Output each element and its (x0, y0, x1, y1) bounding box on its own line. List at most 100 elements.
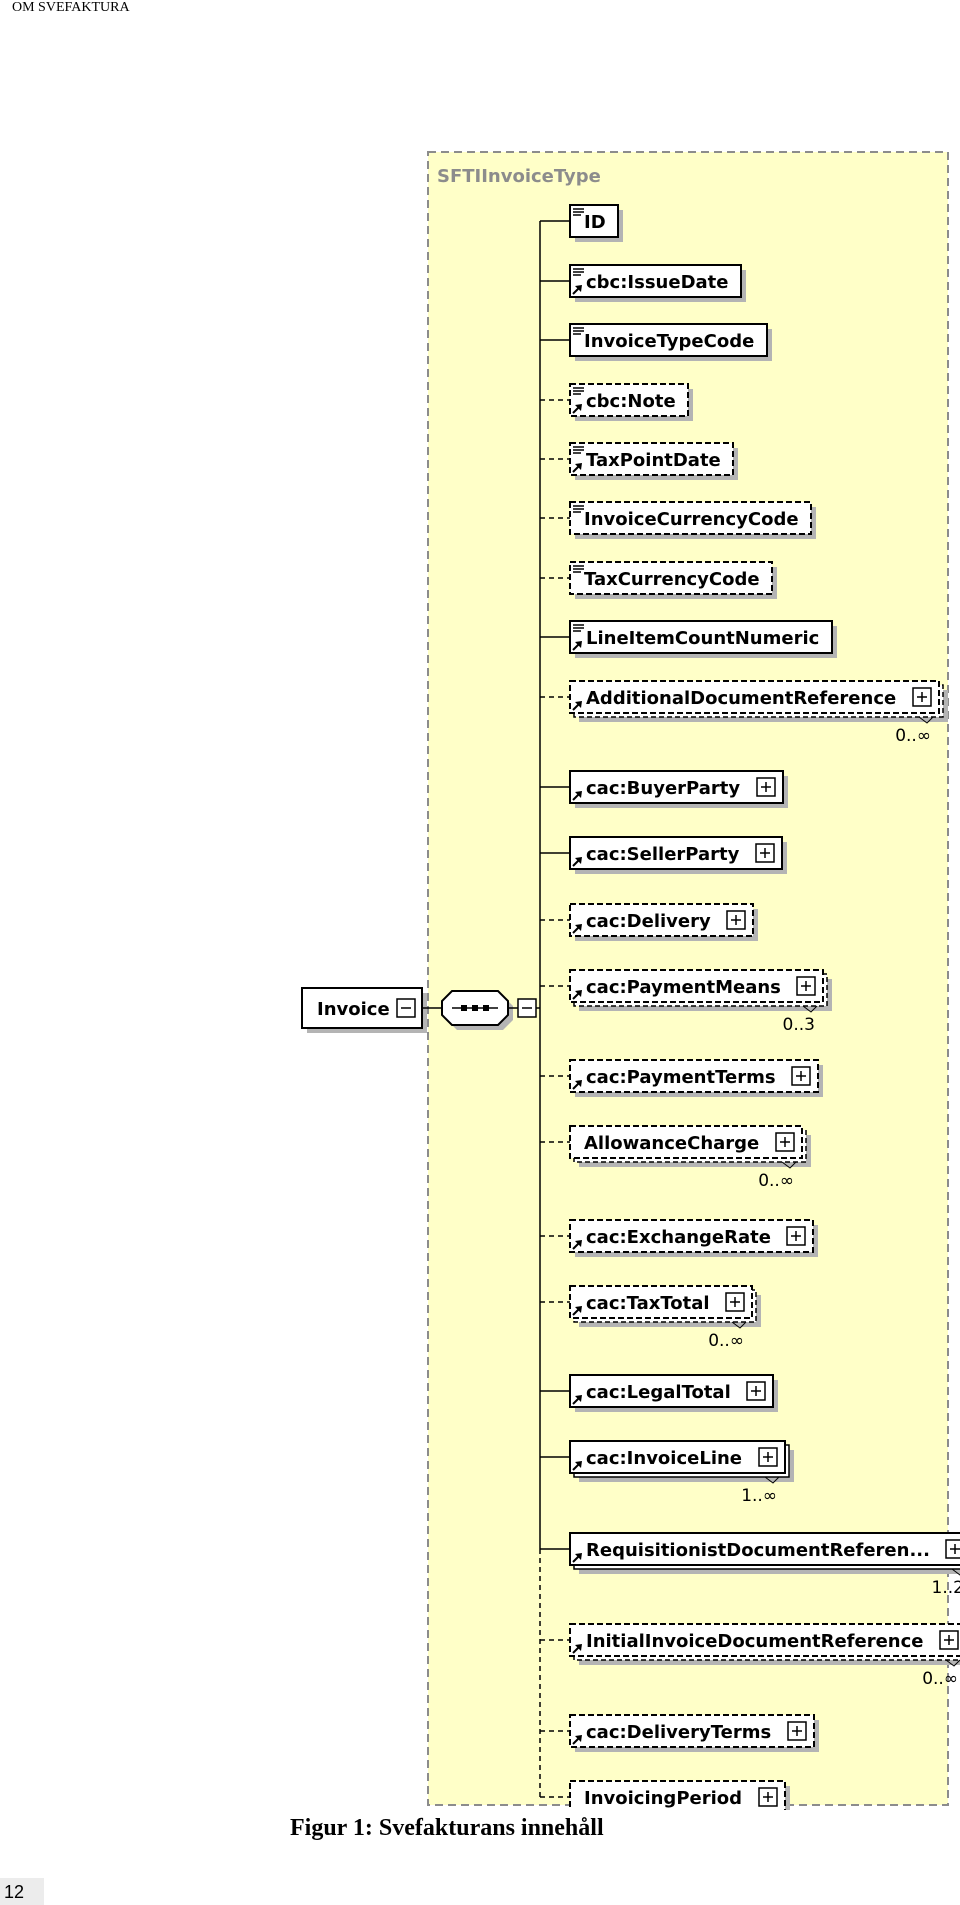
reference-arrow-icon (572, 791, 582, 801)
reference-arrow-icon (572, 463, 582, 473)
cardinality-label: 1..∞ (741, 1486, 777, 1506)
schema-element-label: ID (584, 212, 606, 233)
page-number: 12 (4, 1882, 25, 1902)
schema-element-label: cbc:IssueDate (586, 272, 728, 293)
simple-content-icon (573, 387, 584, 395)
schema-element[interactable]: cac:Delivery (569, 903, 758, 941)
reference-arrow-icon (572, 1644, 582, 1654)
cardinality-label: 0..∞ (922, 1669, 958, 1689)
schema-element-label: TaxPointDate (586, 450, 721, 471)
reference-arrow-icon (572, 990, 582, 1000)
schema-element-label: cac:DeliveryTerms (586, 1722, 771, 1743)
reference-arrow-icon (572, 404, 582, 414)
schema-element[interactable]: AdditionalDocumentReference 0..∞ (569, 680, 948, 746)
expand-icon[interactable] (775, 1132, 795, 1152)
schema-element[interactable]: InvoiceCurrencyCode (569, 501, 816, 539)
schema-element[interactable]: TaxPointDate (569, 442, 738, 480)
cardinality-label: 0..∞ (758, 1171, 794, 1191)
schema-element-label: cac:SellerParty (586, 844, 740, 865)
schema-element-label: cac:TaxTotal (586, 1293, 710, 1314)
expand-icon[interactable] (725, 1292, 745, 1312)
reference-arrow-icon (572, 1553, 582, 1563)
connector-lines (422, 220, 570, 1798)
schema-element-label: AdditionalDocumentReference (586, 688, 896, 709)
reference-arrow-icon (572, 857, 582, 867)
simple-content-icon (573, 268, 584, 276)
schema-element-label: cac:BuyerParty (586, 778, 740, 799)
schema-element[interactable]: ID (569, 204, 623, 242)
schema-element[interactable]: cac:LegalTotal (569, 1374, 778, 1412)
reference-arrow-icon (572, 1306, 582, 1316)
schema-diagram: SFTIInvoiceType Invoice IDcbc:IssueDateI… (301, 151, 960, 1810)
schema-element-label: AllowanceCharge (584, 1133, 759, 1154)
reference-arrow-icon (572, 1080, 582, 1090)
schema-element[interactable]: cbc:Note (569, 383, 693, 421)
simple-content-icon (573, 446, 584, 454)
root-element-label: Invoice (317, 999, 390, 1020)
sequence-compositor[interactable] (441, 990, 537, 1030)
schema-element-label: cbc:Note (586, 391, 676, 412)
expand-icon[interactable] (912, 687, 932, 707)
type-name-label: SFTIInvoiceType (437, 166, 601, 187)
cardinality-label: 0..∞ (895, 726, 931, 746)
schema-element[interactable]: cac:PaymentTerms (569, 1059, 823, 1097)
collapse-icon[interactable] (517, 998, 537, 1018)
expand-icon[interactable] (939, 1630, 959, 1650)
reference-arrow-icon (572, 924, 582, 934)
schema-element-label: cac:ExchangeRate (586, 1227, 771, 1248)
page-header: OM SVEFAKTURA (12, 0, 130, 15)
schema-element-label: InvoiceCurrencyCode (584, 509, 799, 530)
expand-icon[interactable] (758, 1787, 778, 1807)
reference-arrow-icon (572, 285, 582, 295)
schema-element-label: TaxCurrencyCode (584, 569, 760, 590)
schema-element-label: cac:Delivery (586, 911, 711, 932)
expand-icon[interactable] (791, 1066, 811, 1086)
page-number-bar (0, 1878, 44, 1905)
schema-element-label: cac:PaymentTerms (586, 1067, 776, 1088)
sequence-icon (452, 1005, 498, 1011)
schema-element[interactable]: cac:BuyerParty (569, 770, 788, 808)
schema-element[interactable]: RequisitionistDocumentReferen...1..2 (569, 1532, 960, 1598)
reference-arrow-icon (572, 641, 582, 651)
schema-element[interactable]: cbc:IssueDate (569, 264, 746, 302)
schema-element[interactable]: cac:DeliveryTerms (569, 1714, 819, 1752)
schema-element[interactable]: TaxCurrencyCode (569, 561, 777, 599)
schema-element[interactable]: cac:ExchangeRate (569, 1219, 818, 1257)
cardinality-label: 1..2 (932, 1578, 960, 1598)
reference-arrow-icon (572, 1461, 582, 1471)
simple-content-icon (573, 208, 584, 216)
expand-icon[interactable] (755, 843, 775, 863)
expand-icon[interactable] (726, 910, 746, 930)
schema-element-label: InvoiceTypeCode (584, 331, 754, 352)
schema-element-label: cac:LegalTotal (586, 1382, 731, 1403)
expand-icon[interactable] (796, 976, 816, 996)
collapse-icon[interactable] (396, 998, 416, 1018)
schema-element-label: cac:PaymentMeans (586, 977, 781, 998)
schema-element-label: InvoicingPeriod (584, 1788, 742, 1809)
expand-icon[interactable] (787, 1721, 807, 1741)
schema-element-label: RequisitionistDocumentReferen... (586, 1540, 930, 1561)
schema-element[interactable]: cac:SellerParty (569, 836, 787, 874)
root-element[interactable]: Invoice (301, 987, 427, 1033)
schema-element-label: cac:InvoiceLine (586, 1448, 742, 1469)
expand-icon[interactable] (786, 1226, 806, 1246)
schema-element[interactable]: AllowanceCharge 0..∞ (569, 1125, 811, 1191)
simple-content-icon (573, 327, 584, 335)
simple-content-icon (573, 505, 584, 513)
schema-element[interactable]: InvoicingPeriod (569, 1780, 790, 1810)
schema-element[interactable]: InvoiceTypeCode (569, 323, 772, 361)
schema-element[interactable]: cac:InvoiceLine 1..∞ (569, 1440, 794, 1506)
reference-arrow-icon (572, 1735, 582, 1745)
simple-content-icon (573, 624, 584, 632)
figure-caption: Figur 1: Svefakturans innehåll (290, 1815, 604, 1841)
expand-icon[interactable] (758, 1447, 778, 1467)
expand-icon[interactable] (945, 1539, 960, 1559)
expand-icon[interactable] (756, 777, 776, 797)
simple-content-icon (573, 565, 584, 573)
expand-icon[interactable] (746, 1381, 766, 1401)
schema-element[interactable]: LineItemCountNumeric (569, 620, 837, 658)
